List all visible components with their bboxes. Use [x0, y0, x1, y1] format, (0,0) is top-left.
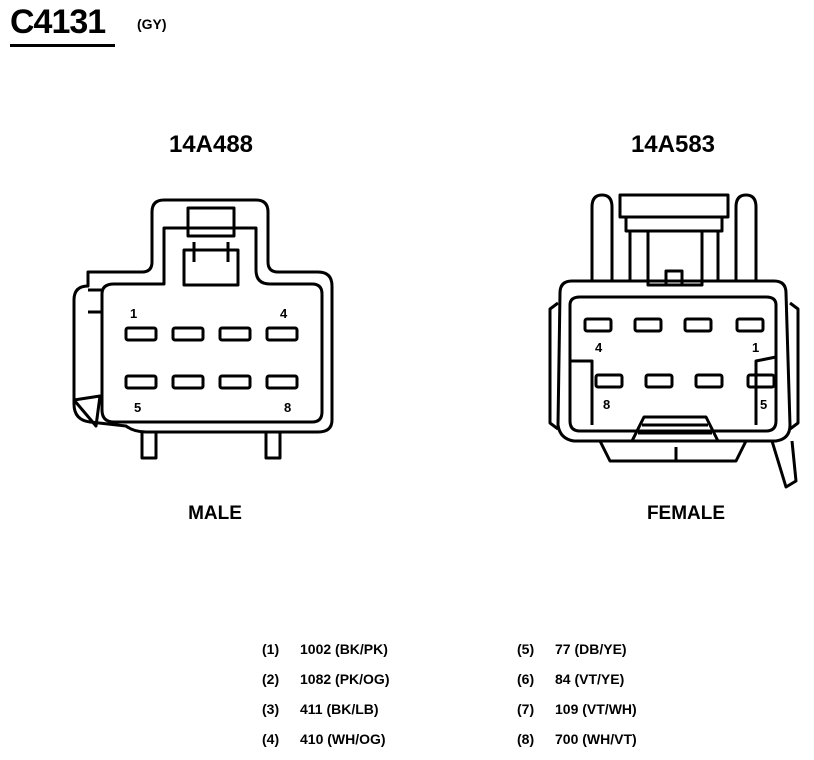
wire-circuit: 84 (VT/YE)	[555, 671, 625, 687]
wire-legend-column-left: (1) 1002 (BK/PK) (2) 1082 (PK/OG) (3) 411 (…	[262, 640, 389, 760]
female-inner-cavity	[568, 295, 778, 433]
male-pin-label: 1	[130, 306, 137, 321]
male-terminals-row-1	[124, 326, 299, 342]
female-right-side	[789, 301, 800, 431]
male-label: MALE	[188, 503, 242, 524]
title-underline	[10, 44, 115, 47]
female-lock-window	[646, 231, 704, 287]
wire-circuit: 410 (WH/OG)	[300, 731, 386, 747]
connector-color-code: (GY)	[137, 16, 167, 32]
female-left-side	[548, 301, 559, 431]
wire-legend-row: (7) 109 (VT/WH)	[517, 700, 637, 730]
female-terminals-row-2	[594, 373, 776, 389]
wire-circuit: 411 (BK/LB)	[300, 701, 379, 717]
wire-legend-row: (6) 84 (VT/YE)	[517, 670, 637, 700]
female-outer-shell	[556, 279, 792, 443]
female-bottom-key	[630, 415, 720, 442]
male-latch-ribs	[192, 242, 230, 262]
wire-pin: (1)	[262, 641, 280, 657]
male-connector-drawing: 1 4 5 8	[72, 198, 334, 460]
connector-id: C4131	[10, 3, 106, 41]
male-peg-right	[264, 432, 282, 460]
wire-legend-row: (8) 700 (WH/VT)	[517, 730, 637, 760]
wire-circuit: 1082 (PK/OG)	[300, 671, 390, 687]
female-terminals-row-1	[583, 317, 765, 333]
female-latch-tower-right	[734, 193, 758, 281]
female-latch-tower-left	[590, 193, 614, 281]
wire-pin: (7)	[517, 701, 535, 717]
male-left-notch	[88, 288, 102, 314]
wire-legend-row: (2) 1082 (PK/OG)	[262, 670, 389, 700]
wire-legend-row: (5) 77 (DB/YE)	[517, 640, 637, 670]
female-right-latch	[770, 440, 798, 489]
male-part-number: 14A488	[168, 131, 254, 158]
male-latch	[186, 206, 236, 238]
wire-legend-row: (4) 410 (WH/OG)	[262, 730, 389, 760]
male-pin-label: 8	[284, 400, 291, 415]
wire-legend-row: (3) 411 (BK/LB)	[262, 700, 389, 730]
female-pin-label: 8	[603, 397, 610, 412]
female-bottom-rail	[598, 440, 748, 463]
male-pin-label: 4	[280, 306, 288, 321]
female-label: FEMALE	[646, 503, 726, 524]
wire-legend: (1) 1002 (BK/PK) (2) 1082 (PK/OG) (3) 411 (…	[262, 640, 682, 755]
female-lock-tab	[664, 269, 684, 287]
wire-legend-row: (1) 1002 (BK/PK)	[262, 640, 389, 670]
male-pin-label: 5	[134, 400, 141, 415]
female-bottom-key-lines	[638, 423, 712, 435]
female-latch-inner	[624, 217, 724, 233]
wire-pin: (5)	[517, 641, 535, 657]
male-peg-left	[140, 432, 158, 460]
male-left-tab	[72, 394, 102, 428]
wire-pin: (3)	[262, 701, 280, 717]
female-connector-drawing: 4 1 8 5	[548, 193, 800, 489]
wire-circuit: 77 (DB/YE)	[555, 641, 627, 657]
wire-circuit: 700 (WH/VT)	[555, 731, 637, 747]
wire-pin: (2)	[262, 671, 280, 687]
wire-circuit: 1002 (BK/PK)	[300, 641, 388, 657]
wire-pin: (8)	[517, 731, 535, 747]
male-inner-cavity	[100, 226, 324, 424]
wire-legend-column-right: (5) 77 (DB/YE) (6) 84 (VT/YE) (7) 109 (VT/W…	[517, 640, 637, 760]
female-pin-label: 5	[760, 397, 767, 412]
male-latch-body	[182, 248, 240, 287]
male-outer-shell	[72, 198, 334, 434]
female-part-number: 14A583	[630, 131, 716, 158]
female-pin-label: 1	[752, 340, 759, 355]
female-pin-label: 4	[595, 340, 603, 355]
wire-pin: (4)	[262, 731, 280, 747]
female-tower-ribs	[628, 231, 720, 281]
wire-circuit: 109 (VT/WH)	[555, 701, 637, 717]
wire-pin: (6)	[517, 671, 535, 687]
male-terminals-row-2	[124, 374, 299, 390]
female-inner-step	[568, 355, 777, 425]
female-latch-bridge	[618, 193, 730, 219]
